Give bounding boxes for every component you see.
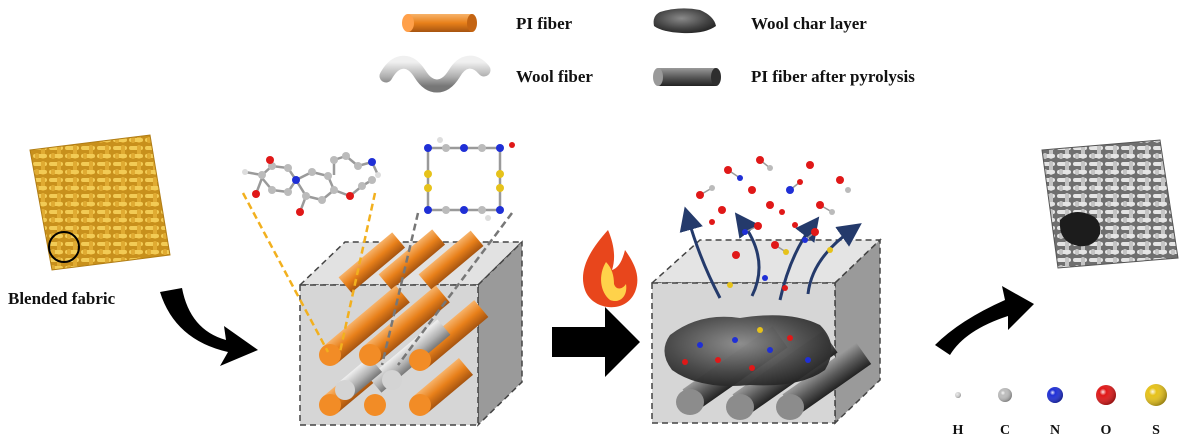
wool-fiber-icon: [379, 55, 491, 93]
atom-sphere-shading: [1096, 385, 1116, 405]
legend-wool-fiber-label: Wool fiber: [516, 67, 593, 86]
atom-sphere-shading: [1047, 387, 1063, 403]
legend-pi-fiber-label: PI fiber: [516, 14, 573, 33]
wool-char-icon: [653, 8, 716, 34]
pyrolysis-box: [650, 238, 882, 425]
atom-sphere-shading: [1145, 384, 1167, 406]
blended-fabric-swatch: [29, 134, 171, 271]
pi-fiber-bundle: [319, 229, 489, 416]
atom-o: O: [1096, 385, 1116, 438]
legend-wool-fiber: Wool fiber: [379, 55, 593, 93]
fabric-highlight-circle: [48, 231, 80, 263]
legend-wool-char: Wool char layer: [653, 8, 867, 34]
atom-s: S: [1145, 384, 1167, 438]
pi-pyrolysis-icon: [653, 68, 721, 86]
char-embedded-atoms: [682, 327, 811, 371]
heating-arrow-icon: [552, 307, 640, 377]
atom-sphere-shading: [955, 392, 961, 398]
blended-structure-box: [298, 229, 524, 427]
blended-fabric-label: Blended fabric: [8, 289, 116, 308]
zoom-lines: [241, 192, 513, 366]
atom-c: C: [998, 388, 1012, 438]
legend-wool-char-label: Wool char layer: [751, 14, 867, 33]
atom-o-label: O: [1101, 423, 1112, 438]
wool-molecule: [424, 137, 515, 221]
atom-c-label: C: [1000, 423, 1010, 438]
blended-fabric: Blended fabric: [8, 134, 171, 308]
result-fabric-swatch: [1041, 139, 1179, 269]
legend: PI fiber Wool char layer Wool fiber PI f…: [379, 8, 915, 93]
charred-spot: [1059, 212, 1101, 247]
legend-pi-pyrolysis-label: PI fiber after pyrolysis: [751, 67, 915, 86]
atom-h: H: [953, 392, 964, 438]
pi-fiber-icon: [402, 14, 477, 32]
atom-s-label: S: [1152, 423, 1160, 438]
atom-sphere-shading: [998, 388, 1012, 402]
atom-h-label: H: [953, 423, 964, 438]
atom-n-label: N: [1050, 423, 1060, 438]
fire-icon: [582, 230, 638, 308]
released-gas-molecules: [696, 156, 851, 291]
result-arrow-icon: [935, 286, 1034, 355]
result-fabric: [1041, 139, 1179, 269]
gas-release-arrows: [679, 206, 862, 301]
pi-molecule-atoms: [242, 152, 381, 216]
curved-arrow-icon: [160, 288, 258, 366]
atom-n: N: [1047, 387, 1063, 438]
wool-char-layer: [664, 315, 832, 386]
legend-pi-fiber: PI fiber: [402, 14, 573, 33]
legend-pi-pyrolysis: PI fiber after pyrolysis: [653, 67, 915, 86]
